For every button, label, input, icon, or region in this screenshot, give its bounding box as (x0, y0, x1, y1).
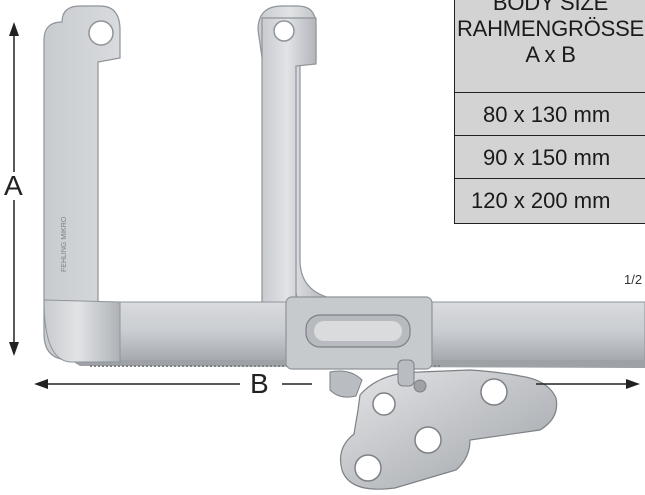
dimension-a-label: A (4, 170, 23, 201)
blade-plate (329, 359, 558, 490)
svg-text:FEHLING MIKRO: FEHLING MIKRO (61, 216, 68, 272)
table-row: 80 x 130 mm (455, 93, 645, 136)
table-row: 120 x 200 mm (471, 188, 611, 213)
frame-right-arm (257, 5, 331, 331)
header-a-x-b: A x B (525, 42, 576, 67)
hole-right-top (273, 20, 295, 42)
hole-left-top (88, 20, 114, 46)
table-row: 90 x 150 mm (455, 136, 645, 179)
slider-block (285, 296, 433, 370)
size-table-header: BODY SIZE RAHMENGRÖSSE A x B (455, 0, 645, 93)
header-body-size: BODY SIZE (492, 0, 609, 15)
dimension-b-arrow (34, 379, 640, 389)
fraction-mark: 1/2 (624, 272, 643, 287)
dimension-b-label: B (250, 368, 269, 399)
header-rahmengroesse: RAHMENGRÖSSE (456, 16, 645, 41)
size-table: BODY SIZE RAHMENGRÖSSE A x B 80 x 130 mm… (454, 0, 645, 224)
